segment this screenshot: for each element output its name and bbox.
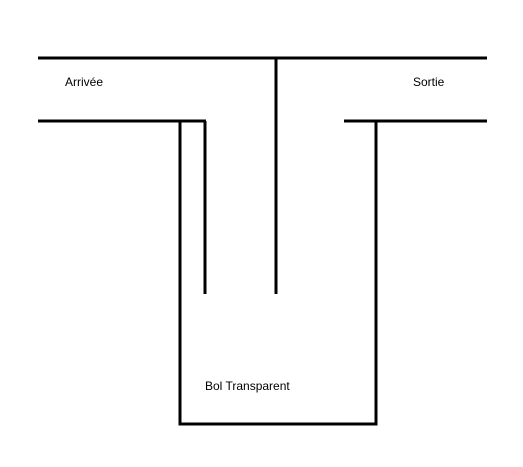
- transparent-bowl: [178, 121, 378, 426]
- bowl-label: Bol Transparent: [205, 379, 290, 393]
- inlet-label: Arrivée: [65, 75, 104, 89]
- outlet-label: Sortie: [413, 75, 445, 89]
